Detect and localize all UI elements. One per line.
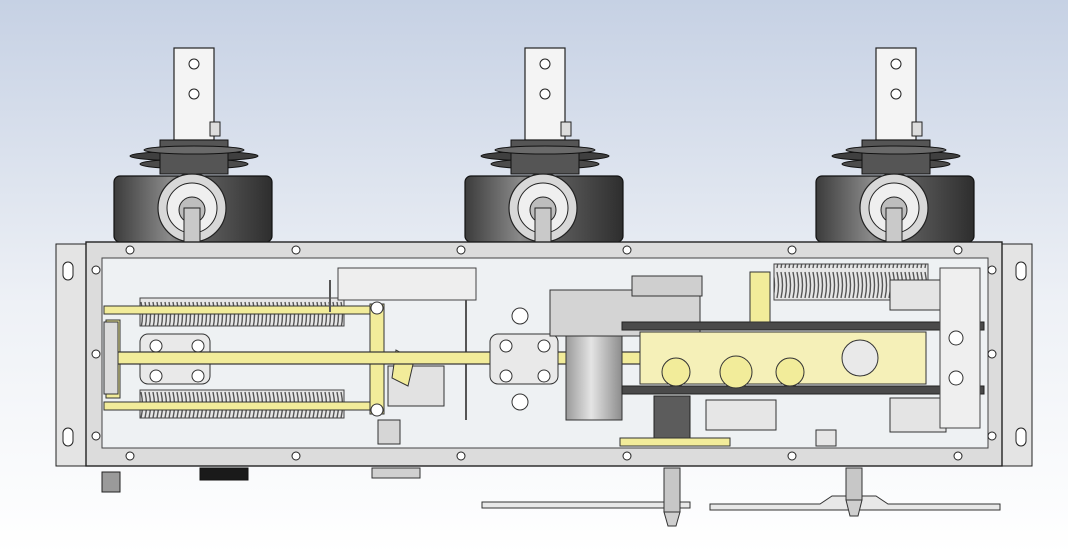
gear [719, 355, 753, 389]
aux-switch [939, 267, 981, 429]
terminal-hole [188, 88, 200, 100]
operating-arm-left [481, 501, 691, 509]
bracket-slot [62, 261, 74, 281]
ground-bolt [101, 471, 121, 493]
terminal-hole [188, 58, 200, 70]
motor-body [565, 335, 623, 421]
counter [705, 399, 777, 431]
terminal-nut [209, 121, 221, 137]
operating-mechanism [619, 263, 985, 447]
right-bracket [1001, 243, 1033, 467]
gear [661, 357, 691, 387]
bracket-slot [62, 427, 74, 447]
bracket-slot [1015, 261, 1027, 281]
cam-wheel [841, 339, 879, 377]
insulator-neck [159, 139, 229, 175]
bushing-rod [183, 207, 201, 245]
output-shaft-housing [653, 395, 691, 439]
pole-1 [113, 47, 273, 245]
latch-base [377, 419, 401, 445]
cable-gland [199, 467, 249, 481]
spring-rod-lower [103, 401, 375, 411]
mechanism-plate-upper [621, 321, 985, 331]
insulator-shed [143, 145, 245, 155]
bracket-slot [1015, 427, 1027, 447]
frame-bolts [91, 245, 997, 461]
gear [775, 357, 805, 387]
motor-assembly [549, 275, 703, 421]
charging-shaft [749, 271, 771, 323]
drive-bar-end [103, 321, 119, 395]
center-linkage [489, 307, 559, 411]
spring-assembly [103, 267, 477, 445]
trip-coil [889, 397, 947, 433]
close-coil [889, 279, 947, 311]
mounting-bracket [337, 267, 477, 301]
mechanism-plate-lower [621, 385, 985, 395]
bottom-fittings [101, 467, 1001, 527]
output-shaft [663, 467, 681, 513]
spring-rod-upper [103, 305, 375, 315]
